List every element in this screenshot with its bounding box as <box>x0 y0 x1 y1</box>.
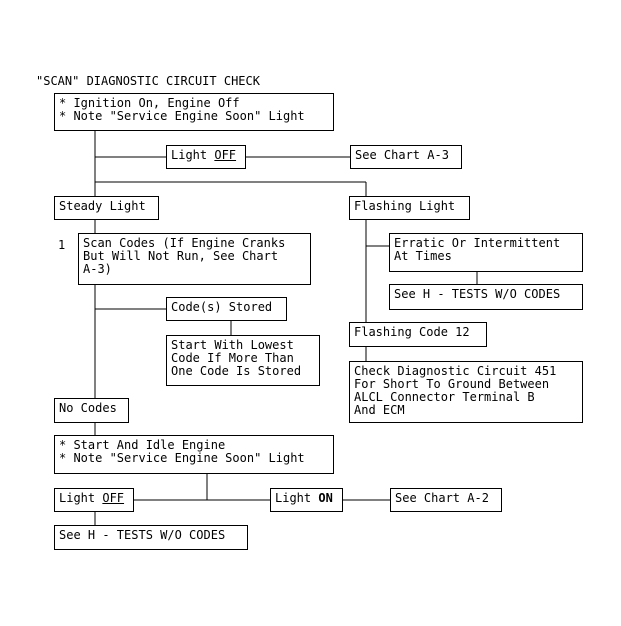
see-h-box-1: See H - TESTS W/O CODES <box>389 284 583 310</box>
check-451-line-2: For Short To Ground Between <box>354 377 550 391</box>
light-off-box-2: Light OFF <box>54 488 134 512</box>
see-chart-a3-text: See Chart A-3 <box>355 148 449 162</box>
scan-codes-line-1: Scan Codes (If Engine Cranks <box>83 236 286 250</box>
steady-light-box: Steady Light <box>54 196 159 220</box>
light-on-emph: ON <box>318 491 333 505</box>
flashing-light-box: Flashing Light <box>349 196 470 220</box>
codes-stored-text: Code(s) Stored <box>171 300 273 314</box>
light-on-box: Light ON <box>270 488 343 512</box>
start-lowest-line-3: One Code Is Stored <box>171 364 302 378</box>
light-off-emph-1: OFF <box>214 148 237 162</box>
start-idle-line-2: * Note "Service Engine Soon" Light <box>59 451 305 465</box>
check-circuit-451-box: Check Diagnostic Circuit 451 For Short T… <box>349 361 583 423</box>
start-lowest-box: Start With Lowest Code If More Than One … <box>166 335 320 386</box>
check-451-line-3: ALCL Connector Terminal B <box>354 390 535 404</box>
flashing-code-12-text: Flashing Code 12 <box>354 325 470 339</box>
see-h-text-1: See H - TESTS W/O CODES <box>394 287 561 301</box>
check-451-line-1: Check Diagnostic Circuit 451 <box>354 364 557 378</box>
see-chart-a3-box: See Chart A-3 <box>350 145 462 169</box>
codes-stored-box: Code(s) Stored <box>166 297 287 321</box>
check-451-line-4: And ECM <box>354 403 405 417</box>
step-number: 1 <box>58 238 66 252</box>
erratic-box: Erratic Or Intermittent At Times <box>389 233 583 272</box>
start-idle-line-1: * Start And Idle Engine <box>59 438 226 452</box>
erratic-line-1: Erratic Or Intermittent <box>394 236 561 250</box>
light-off-prefix-1: Light <box>171 148 215 162</box>
diagram-title: "SCAN" DIAGNOSTIC CIRCUIT CHECK <box>36 74 260 88</box>
see-h-text-2: See H - TESTS W/O CODES <box>59 528 226 542</box>
light-off-box-1: Light OFF <box>166 145 246 169</box>
see-chart-a2-text: See Chart A-2 <box>395 491 489 505</box>
light-off-emph-2: OFF <box>102 491 125 505</box>
start-idle-box: * Start And Idle Engine * Note "Service … <box>54 435 334 474</box>
no-codes-text: No Codes <box>59 401 117 415</box>
no-codes-box: No Codes <box>54 398 129 423</box>
scan-codes-line-3: A-3) <box>83 262 112 276</box>
flashing-code-12-box: Flashing Code 12 <box>349 322 487 347</box>
see-h-box-2: See H - TESTS W/O CODES <box>54 525 248 550</box>
erratic-line-2: At Times <box>394 249 452 263</box>
start-box: * Ignition On, Engine Off * Note "Servic… <box>54 93 334 131</box>
light-on-prefix: Light <box>275 491 319 505</box>
start-line-1: * Ignition On, Engine Off <box>59 96 240 110</box>
steady-light-text: Steady Light <box>59 199 146 213</box>
flashing-light-text: Flashing Light <box>354 199 456 213</box>
start-lowest-line-1: Start With Lowest <box>171 338 294 352</box>
start-lowest-line-2: Code If More Than <box>171 351 294 365</box>
scan-codes-box: Scan Codes (If Engine Cranks But Will No… <box>78 233 311 285</box>
start-line-2: * Note "Service Engine Soon" Light <box>59 109 305 123</box>
see-chart-a2-box: See Chart A-2 <box>390 488 502 512</box>
light-off-prefix-2: Light <box>59 491 103 505</box>
scan-codes-line-2: But Will Not Run, See Chart <box>83 249 279 263</box>
